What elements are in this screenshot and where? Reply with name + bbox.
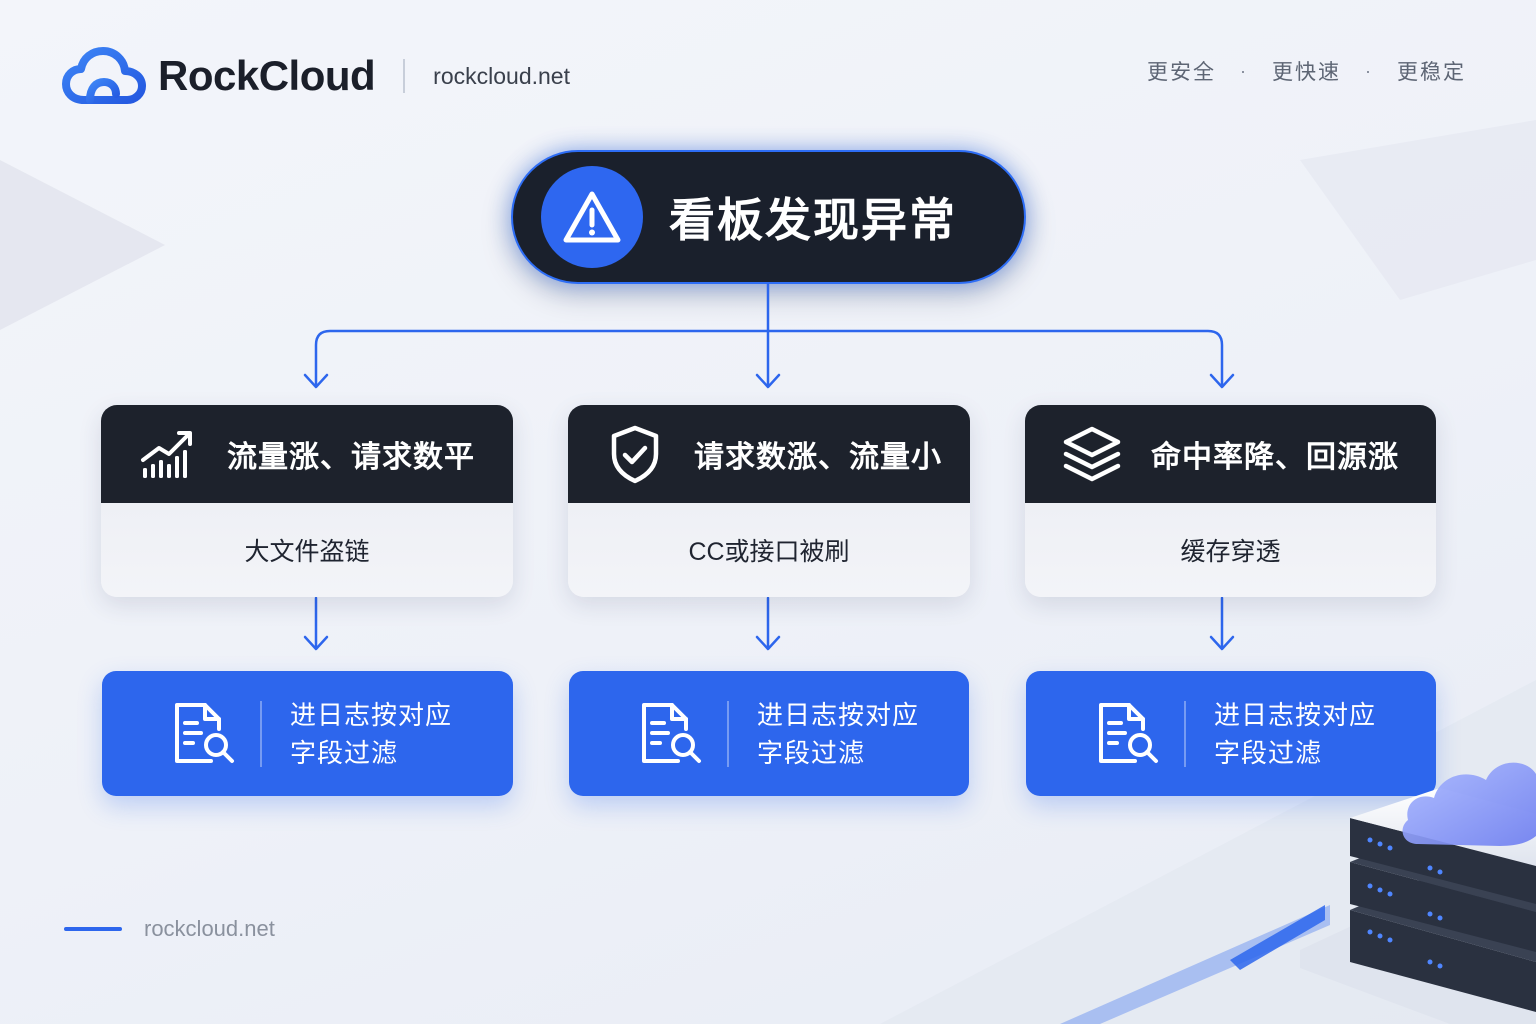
tagline-separator: ·	[1365, 60, 1373, 81]
branch-card-header: 命中率降、回源涨	[1025, 405, 1436, 503]
action-card: 进日志按对应 字段过滤	[1026, 671, 1436, 796]
tagline-item: 更稳定	[1397, 61, 1466, 84]
action-text-line: 字段过滤	[1214, 737, 1323, 768]
branch-cause: 大文件盗链	[101, 503, 513, 597]
action-text-line: 字段过滤	[757, 737, 866, 768]
document-search-icon	[1090, 696, 1166, 772]
top-node-alert: 看板发现异常	[511, 150, 1026, 284]
branch-card-header: 流量涨、请求数平	[101, 405, 513, 503]
action-text: 进日志按对应 字段过滤	[290, 696, 452, 772]
tagline-separator: ·	[1240, 60, 1248, 81]
cloud-logo-icon	[62, 47, 146, 104]
shield-check-icon	[604, 423, 666, 485]
trending-bars-icon	[137, 423, 199, 485]
server-cloud-illustration	[1300, 762, 1536, 1024]
footer-accent-line	[64, 927, 122, 931]
action-card: 进日志按对应 字段过滤	[569, 671, 969, 796]
brand-name: RockCloud	[158, 52, 376, 99]
brand: RockCloud rockcloud.net	[62, 44, 570, 108]
branch-condition: 命中率降、回源涨	[1151, 441, 1399, 474]
brand-divider	[403, 59, 406, 93]
layers-icon	[1061, 423, 1123, 485]
tagline-item: 更快速	[1272, 61, 1341, 84]
action-divider	[727, 700, 729, 767]
action-text: 进日志按对应 字段过滤	[757, 696, 919, 772]
tagline: 更安全 · 更快速 · 更稳定	[1147, 56, 1466, 86]
branch-cause: 缓存穿透	[1025, 503, 1436, 597]
document-search-icon	[166, 696, 242, 772]
action-divider	[260, 700, 262, 767]
document-search-icon	[633, 696, 709, 772]
footer: rockcloud.net	[64, 916, 275, 942]
action-text-line: 字段过滤	[290, 737, 399, 768]
warning-triangle-icon	[541, 166, 643, 268]
branch-card-requests: 请求数涨、流量小 CC或接口被刷	[568, 405, 970, 597]
footer-domain: rockcloud.net	[144, 916, 275, 941]
action-text-line: 进日志按对应	[290, 699, 453, 730]
action-divider	[1184, 700, 1186, 767]
branch-card-header: 请求数涨、流量小	[568, 405, 970, 503]
action-card: 进日志按对应 字段过滤	[102, 671, 513, 796]
branch-card-cache: 命中率降、回源涨 缓存穿透	[1025, 405, 1436, 597]
branch-condition: 流量涨、请求数平	[227, 441, 475, 474]
brand-domain: rockcloud.net	[433, 62, 570, 89]
action-text: 进日志按对应 字段过滤	[1214, 696, 1376, 772]
tagline-item: 更安全	[1147, 61, 1216, 84]
action-text-line: 进日志按对应	[757, 699, 920, 730]
top-node-title: 看板发现异常	[669, 194, 957, 246]
branch-card-traffic: 流量涨、请求数平 大文件盗链	[101, 405, 513, 597]
branch-condition: 请求数涨、流量小	[694, 441, 942, 474]
action-text-line: 进日志按对应	[1214, 699, 1377, 730]
branch-cause: CC或接口被刷	[568, 503, 970, 597]
